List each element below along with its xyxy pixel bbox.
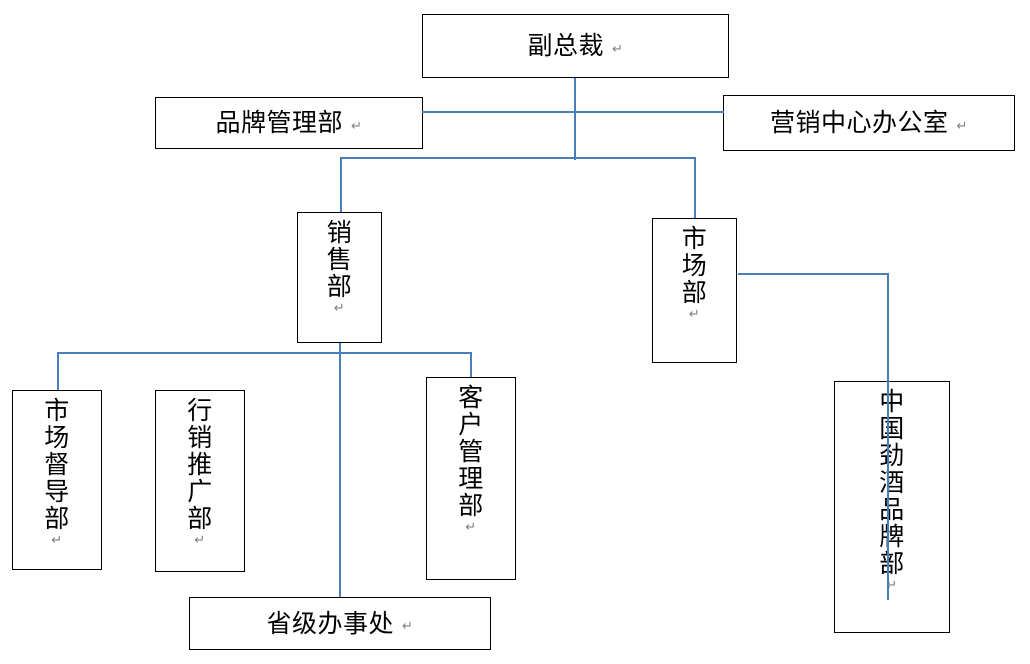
connector-vp-down bbox=[574, 77, 576, 160]
node-label-market-department: 市场部↵ bbox=[682, 225, 708, 322]
paragraph-mark-icon: ↵ bbox=[886, 578, 898, 593]
connector-market-right bbox=[738, 273, 889, 275]
connector-drop-market-supervision bbox=[57, 352, 59, 390]
node-customer-management[interactable]: 客户管理部↵ bbox=[426, 377, 516, 580]
vertical-char: 场 bbox=[681, 251, 708, 280]
connector-drop-market bbox=[694, 157, 696, 219]
node-label-provincial-office: 省级办事处 ↵ bbox=[266, 608, 414, 638]
node-marketing-promotion[interactable]: 行销推广部↵ bbox=[155, 390, 245, 572]
node-label-marketing-promotion: 行销推广部↵ bbox=[187, 397, 213, 548]
node-brand-management[interactable]: 品牌管理部 ↵ bbox=[155, 97, 423, 149]
vertical-char: 国 bbox=[879, 414, 905, 443]
vertical-char: 理 bbox=[458, 464, 484, 493]
vertical-char: 部 bbox=[326, 272, 353, 301]
node-vice-president[interactable]: 副总裁 ↵ bbox=[422, 14, 729, 78]
vertical-char: 督 bbox=[44, 450, 70, 479]
node-sales-department[interactable]: 销售部↵ bbox=[297, 212, 382, 343]
vertical-char: 户 bbox=[458, 410, 484, 439]
vertical-char: 推 bbox=[187, 450, 213, 479]
vertical-char: 品 bbox=[879, 495, 905, 524]
connector-brand-to-office bbox=[422, 111, 724, 113]
connector-drop-sales bbox=[340, 157, 342, 213]
vertical-char: 牌 bbox=[879, 522, 905, 551]
vertical-char: 行 bbox=[187, 396, 213, 425]
vertical-char: 管 bbox=[458, 437, 484, 466]
node-label-customer-management: 客户管理部↵ bbox=[458, 384, 484, 535]
paragraph-mark-icon: ↵ bbox=[402, 619, 414, 635]
vertical-char: 广 bbox=[187, 477, 213, 506]
vertical-char: 部 bbox=[879, 549, 905, 578]
node-label-sales-department: 销售部↵ bbox=[327, 219, 353, 316]
paragraph-mark-icon: ↵ bbox=[465, 520, 477, 535]
node-provincial-office[interactable]: 省级办事处 ↵ bbox=[189, 597, 491, 650]
vertical-char: 中 bbox=[879, 387, 905, 416]
vertical-char: 售 bbox=[326, 245, 353, 274]
vertical-char: 导 bbox=[44, 477, 70, 506]
vertical-char: 部 bbox=[458, 491, 484, 520]
connector-sales-trunk bbox=[339, 342, 341, 598]
connector-drop-customer-management bbox=[470, 352, 472, 377]
paragraph-mark-icon: ↵ bbox=[333, 301, 346, 316]
vertical-char: 客 bbox=[458, 383, 484, 412]
paragraph-mark-icon: ↵ bbox=[612, 41, 624, 57]
vertical-char: 酒 bbox=[879, 468, 905, 497]
vertical-char: 市 bbox=[44, 396, 70, 425]
node-china-jingjiu-brand[interactable]: 中国劲酒品牌部↵ bbox=[834, 381, 950, 633]
node-label-market-supervision: 市场督导部↵ bbox=[44, 397, 70, 548]
node-marketing-center-office[interactable]: 营销中心办公室 ↵ bbox=[723, 95, 1015, 151]
connector-drop-jingjiu-brand bbox=[887, 273, 889, 600]
node-market-department[interactable]: 市场部↵ bbox=[652, 218, 737, 363]
paragraph-mark-icon: ↵ bbox=[351, 118, 363, 134]
vertical-char: 部 bbox=[44, 504, 70, 533]
node-market-supervision[interactable]: 市场督导部↵ bbox=[12, 390, 102, 570]
node-label-marketing-center-office: 营销中心办公室 ↵ bbox=[770, 108, 968, 138]
paragraph-mark-icon: ↵ bbox=[688, 307, 701, 322]
vertical-char: 劲 bbox=[879, 441, 905, 470]
paragraph-mark-icon: ↵ bbox=[51, 533, 63, 548]
node-label-china-jingjiu-brand: 中国劲酒品牌部↵ bbox=[879, 388, 905, 593]
paragraph-mark-icon: ↵ bbox=[956, 118, 968, 134]
vertical-char: 场 bbox=[44, 423, 70, 452]
vertical-char: 市 bbox=[681, 224, 708, 253]
vertical-char: 部 bbox=[187, 504, 213, 533]
vertical-char: 销 bbox=[326, 218, 353, 247]
connector-sales-bar bbox=[57, 352, 472, 354]
node-label-vice-president: 副总裁 ↵ bbox=[527, 31, 624, 61]
vertical-char: 销 bbox=[187, 423, 213, 452]
vertical-char: 部 bbox=[681, 278, 708, 307]
node-label-brand-management: 品牌管理部 ↵ bbox=[215, 108, 363, 138]
connector-level2-bar bbox=[340, 157, 696, 159]
paragraph-mark-icon: ↵ bbox=[194, 533, 206, 548]
